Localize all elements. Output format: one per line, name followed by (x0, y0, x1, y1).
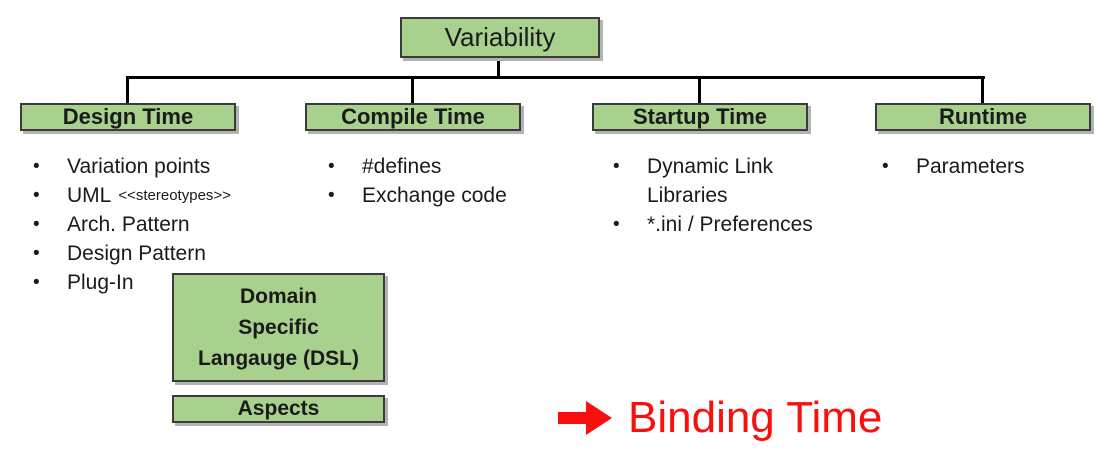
branch-label: Compile Time (341, 104, 485, 129)
binding-time-label: Binding Time (628, 393, 883, 442)
list-item: • Plug-In (33, 268, 231, 297)
branch-box-compile-time: Compile Time (305, 103, 521, 131)
list-item: • Parameters (882, 152, 1025, 181)
list-item: • *.ini / Preferences (613, 210, 813, 239)
bullet-icon: • (33, 272, 40, 293)
bullet-icon: • (33, 243, 40, 264)
connector-stub-runtime (981, 76, 984, 103)
bullet-icon: • (882, 156, 889, 177)
list-item: • Arch. Pattern (33, 210, 231, 239)
aspects-box: Aspects (172, 395, 385, 423)
bullet-icon: • (33, 185, 40, 206)
bullet-icon: • (33, 156, 40, 177)
branch-label: Startup Time (632, 104, 768, 129)
root-label: Variability (444, 22, 556, 52)
list-item: • #defines (328, 152, 507, 181)
bullet-icon: • (328, 185, 335, 206)
list-item: • Design Pattern (33, 239, 231, 268)
connector-stub-compile-time (411, 76, 414, 103)
dsl-label: Domain Specific Langauge (DSL) (198, 285, 359, 370)
stereotypes-annotation: <<stereotypes>> (118, 187, 231, 204)
bullet-icon: • (33, 214, 40, 235)
list-item: • Dynamic Link Libraries (613, 152, 813, 210)
connector-root-stem (497, 58, 500, 79)
branch-box-design-time: Design Time (20, 103, 236, 131)
list-item: • Exchange code (328, 181, 507, 210)
aspects-label: Aspects (237, 397, 320, 420)
binding-time-annotation: Binding Time (558, 392, 882, 444)
dsl-box: Domain Specific Langauge (DSL) (172, 273, 385, 382)
runtime-list: • Parameters (882, 152, 1025, 181)
bullet-icon: • (328, 156, 335, 177)
bullet-icon: • (613, 214, 620, 235)
root-box-variability: Variability (400, 17, 600, 58)
list-item: • UML <<stereotypes>> (33, 181, 231, 210)
branch-box-startup-time: Startup Time (592, 103, 808, 131)
compile-time-list: • #defines • Exchange code (328, 152, 507, 210)
connector-horizontal-bar (126, 76, 985, 79)
bullet-icon: • (613, 156, 620, 177)
design-time-list: • Variation points • UML <<stereotypes>>… (33, 152, 231, 297)
connector-stub-startup-time (698, 76, 701, 103)
startup-time-list: • Dynamic Link Libraries • *.ini / Prefe… (613, 152, 813, 239)
branch-label: Runtime (939, 104, 1027, 129)
right-arrow-icon (558, 401, 612, 435)
branch-label: Design Time (62, 104, 194, 129)
branch-box-runtime: Runtime (875, 103, 1091, 131)
list-item: • Variation points (33, 152, 231, 181)
connector-stub-design-time (126, 76, 129, 103)
